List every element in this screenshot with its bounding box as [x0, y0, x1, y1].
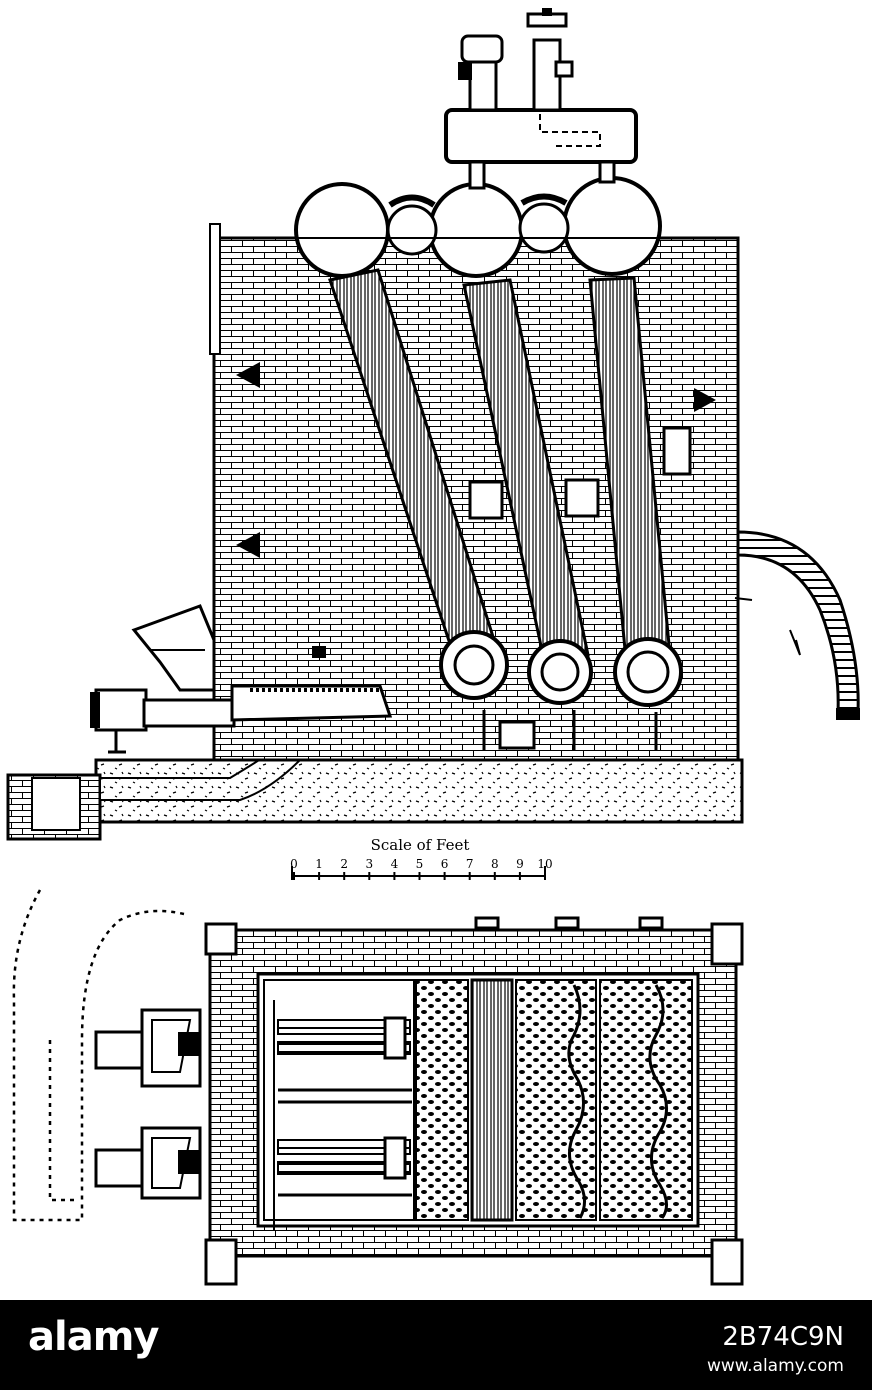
boiler-diagram: Scale of Feet 0 1 2 3 4 5 6 7 8 9 10 — [6, 8, 860, 1286]
baffle-marker — [236, 532, 260, 558]
tube-bank-plan — [470, 978, 514, 1222]
scale-tick-label: 1 — [315, 857, 323, 871]
elevation-view — [6, 8, 860, 841]
image-code: 2B74C9N — [722, 1322, 844, 1352]
upper-drums — [294, 176, 662, 278]
tube-ends — [599, 979, 693, 1221]
scale-bar: Scale of Feet 0 1 2 3 4 5 6 7 8 9 10 — [290, 836, 553, 880]
alamy-logo: alamy — [28, 1314, 159, 1360]
scale-tick-label: 8 — [491, 857, 499, 871]
uptake-duct — [736, 530, 860, 714]
tube-ends — [415, 979, 469, 1221]
scale-tick-label: 5 — [416, 857, 424, 871]
baffle-marker — [694, 388, 716, 412]
safety-valve — [458, 34, 504, 112]
plan-view — [12, 889, 744, 1286]
scale-tick-label: 4 — [391, 857, 399, 871]
scale-tick-label: 6 — [441, 857, 449, 871]
watermark-url: www.alamy.com — [706, 1356, 844, 1376]
watermark-bar: alamy 2B74C9N www.alamy.com — [0, 1300, 872, 1390]
cleanout-door — [498, 720, 536, 750]
peephole — [312, 646, 326, 658]
scale-tick-label: 0 — [290, 857, 298, 871]
damper-box — [662, 426, 692, 476]
scale-tick-label: 10 — [537, 857, 552, 871]
baffle-marker — [236, 362, 260, 388]
scale-tick-label: 7 — [466, 857, 474, 871]
scale-tick-label: 3 — [365, 857, 373, 871]
scale-title: Scale of Feet — [371, 836, 470, 854]
plan-stoker-upper — [94, 1008, 202, 1088]
grates — [263, 979, 415, 1230]
damper-box — [564, 478, 600, 518]
scale-tick-label: 2 — [340, 857, 348, 871]
damper-box — [468, 480, 504, 520]
plan-stoker-lower — [94, 1126, 202, 1200]
stop-valve — [526, 8, 574, 112]
lower-drums — [439, 630, 683, 750]
scale-tick-label: 9 — [516, 857, 524, 871]
stoker-hopper — [90, 604, 393, 754]
